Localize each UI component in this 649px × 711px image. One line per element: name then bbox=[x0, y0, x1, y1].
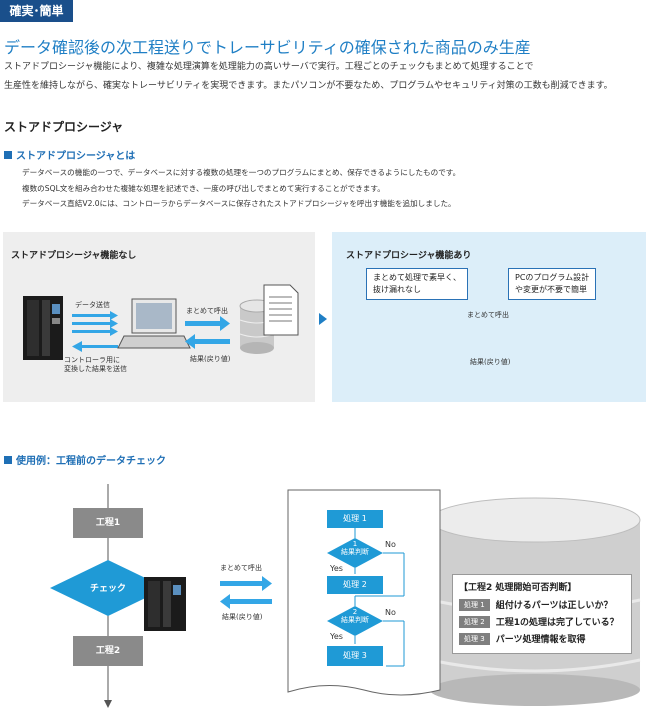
bubble-line: 抜け漏れなし bbox=[373, 285, 421, 294]
intro-line: ストアドプロシージャ機能により、複雑な処理演算を処理能力の高いサーバで実行。工程… bbox=[4, 62, 534, 72]
decision-text: 結果判断 bbox=[341, 616, 369, 624]
call-arrow-icon bbox=[185, 316, 230, 349]
no-label: No bbox=[385, 608, 396, 617]
flow-step-1: 工程1 bbox=[73, 508, 143, 538]
check-row-value: パーツ処理情報を取得 bbox=[495, 635, 586, 645]
flow-check-label: チェック bbox=[89, 584, 126, 594]
speech-bubble-fast: まとめて処理で素早く、 抜け漏れなし bbox=[366, 268, 468, 300]
controller-note: コントローラ用に 変換した結果を送信 bbox=[64, 356, 127, 374]
controller-icon-usage bbox=[144, 577, 186, 631]
data-send-label: データ送信 bbox=[75, 301, 110, 309]
process-3: 処理 3 bbox=[327, 646, 383, 666]
speech-bubble-easy: PCのプログラム設計 や変更が不要で簡単 bbox=[508, 268, 597, 300]
check-row: 処理 2 工程1の処理は完了している？ bbox=[459, 615, 625, 628]
result-label-usage: 結果(戻り値) bbox=[222, 613, 263, 621]
description-line: 複数のSQL文を組み合わせた複雑な処理を記述でき、一度の呼び出しでまとめて実行す… bbox=[22, 183, 385, 193]
database-icon bbox=[239, 299, 275, 354]
description: データベースの機能の一つで、データベースに対する複数の処理を一つのプログラムにま… bbox=[22, 165, 460, 212]
check-row-value: 組付けるパーツは正しいか？ bbox=[495, 601, 613, 611]
check-card-title: 【工程2 処理開始可否判断】 bbox=[459, 583, 577, 593]
decision-diamond-2 bbox=[327, 606, 383, 636]
decision-1-label: 1 結果判断 bbox=[327, 540, 383, 556]
decision-diamond-1 bbox=[327, 538, 383, 568]
bubble-line: まとめて処理で素早く、 bbox=[373, 273, 461, 282]
check-row-key: 処理 3 bbox=[459, 632, 490, 645]
check-row-key: 処理 2 bbox=[459, 615, 490, 628]
category-tag: 確実･簡単 bbox=[0, 0, 73, 22]
transition-arrow-icon bbox=[319, 313, 327, 325]
send-arrows-icon bbox=[72, 311, 118, 336]
call-arrow-icon-usage bbox=[220, 576, 272, 609]
process-2: 処理 2 bbox=[327, 576, 383, 594]
check-diamond bbox=[50, 560, 166, 616]
panel-title: ストアドプロシージャ機能なし bbox=[11, 251, 137, 261]
check-row: 処理 3 パーツ処理情報を取得 bbox=[459, 632, 625, 645]
description-line: データベース直結V2.0には、コントローラからデータベースに保存されたストアドプ… bbox=[22, 199, 456, 208]
decision-text: 結果判断 bbox=[341, 548, 369, 556]
subhead-label: 使用例：工程前のデータチェック bbox=[16, 456, 166, 467]
check-row-value: 工程1の処理は完了している？ bbox=[495, 618, 619, 628]
panel-title: ストアドプロシージャ機能あり bbox=[346, 251, 472, 261]
controller-note-line: 変換した結果を送信 bbox=[64, 365, 127, 373]
subhead-usage-example: 使用例：工程前のデータチェック bbox=[4, 452, 166, 467]
check-row-key: 処理 1 bbox=[459, 598, 490, 611]
no-label: No bbox=[385, 540, 396, 549]
square-bullet-icon bbox=[4, 456, 12, 464]
controller-icon bbox=[23, 296, 63, 360]
check-row: 処理 1 組付けるパーツは正しいか？ bbox=[459, 598, 625, 611]
return-arrow-icon bbox=[72, 341, 118, 352]
intro-text: ストアドプロシージャ機能により、複雑な処理演算を処理能力の高いサーバで実行。工程… bbox=[4, 58, 613, 96]
result-label-left: 結果(戻り値) bbox=[190, 355, 231, 363]
headline: データ確認後の次工程送りでトレーサビリティの確保された商品のみ生産 bbox=[4, 38, 531, 57]
section-title: ストアドプロシージャ bbox=[4, 120, 124, 134]
decision-2-label: 2 結果判断 bbox=[327, 608, 383, 624]
result-label-right: 結果(戻り値) bbox=[470, 358, 511, 366]
call-label-left: まとめて呼出 bbox=[186, 307, 228, 315]
bubble-line: PCのプログラム設計 bbox=[515, 273, 590, 282]
document-icon bbox=[263, 284, 299, 336]
laptop-icon bbox=[117, 298, 191, 349]
description-line: データベースの機能の一つで、データベースに対する複数の処理を一つのプログラムにま… bbox=[22, 168, 461, 177]
decision-number: 2 bbox=[352, 608, 358, 616]
controller-note-line: コントローラ用に bbox=[64, 356, 120, 364]
subhead-what-is: ストアドプロシージャとは bbox=[4, 147, 135, 162]
call-label-usage: まとめて呼出 bbox=[220, 564, 262, 572]
yes-label: Yes bbox=[330, 632, 343, 641]
panel-with-stored-procedure: ストアドプロシージャ機能あり bbox=[332, 232, 646, 402]
process-1: 処理 1 bbox=[327, 510, 383, 528]
decision-number: 1 bbox=[352, 540, 358, 548]
intro-line: 生産性を維持しながら、確実なトレーサビリティを実現できます。またパソコンが不要な… bbox=[4, 81, 613, 91]
subhead-label: ストアドプロシージャとは bbox=[16, 151, 136, 162]
call-label-right: まとめて呼出 bbox=[467, 311, 509, 319]
flow-step-2: 工程2 bbox=[73, 636, 143, 666]
yes-label: Yes bbox=[330, 564, 343, 573]
bubble-line: や変更が不要で簡単 bbox=[515, 285, 587, 294]
check-card: 【工程2 処理開始可否判断】 処理 1 組付けるパーツは正しいか？ 処理 2 工… bbox=[452, 574, 632, 654]
flow-arrowhead-icon bbox=[104, 700, 112, 708]
square-bullet-icon bbox=[4, 151, 12, 159]
